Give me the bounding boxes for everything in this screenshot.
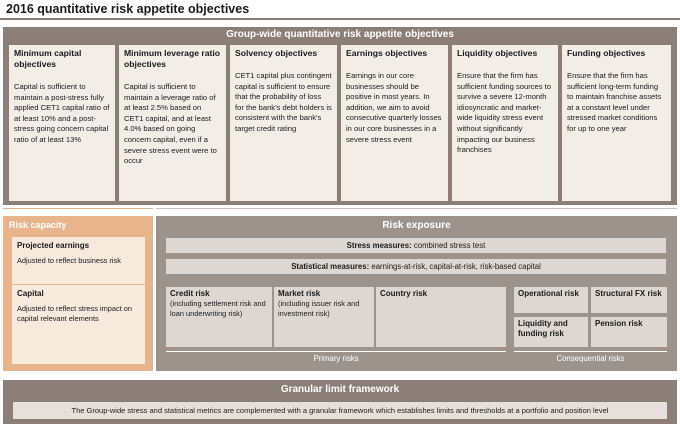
projected-earnings-text: Adjusted to reflect business risk — [17, 256, 121, 265]
objective-title: Liquidity objectives — [457, 48, 538, 58]
stress-measures-text: combined stress test — [413, 241, 486, 250]
objective-card-leverage: Minimum leverage ratio objectives Capita… — [119, 45, 226, 201]
capacity-divider — [3, 208, 153, 209]
capital-text: Adjusted to reflect stress impact on cap… — [17, 304, 133, 323]
objective-text: Ensure that the firm has sufficient fund… — [457, 71, 551, 155]
capital-card: Capital Adjusted to reflect stress impac… — [12, 284, 145, 364]
primary-risks-rule — [166, 351, 506, 352]
projected-earnings-card: Projected earnings Adjusted to reflect b… — [12, 237, 145, 285]
objective-card-solvency: Solvency objectives CET1 capital plus co… — [230, 45, 337, 201]
objective-title: Minimum leverage ratio objectives — [124, 48, 220, 69]
objective-text: Ensure that the firm has sufficient long… — [567, 71, 662, 133]
title-rule — [0, 18, 680, 20]
risk-exposure-header: Risk exposure — [382, 220, 451, 231]
credit-risk-title: Credit risk — [170, 289, 210, 298]
market-risk-subtitle: (including issuer risk and investment ri… — [278, 299, 360, 318]
stress-measures-label: Stress measures: — [346, 241, 412, 250]
capital-title: Capital — [17, 289, 44, 298]
liquidity-funding-risk-cell: Liquidity and funding risk — [514, 317, 588, 347]
projected-earnings-title: Projected earnings — [17, 241, 90, 250]
stress-measures-bar: Stress measures: combined stress test — [166, 238, 666, 253]
primary-risks-label: Primary risks — [313, 354, 359, 363]
objectives-panel: Group-wide quantitative risk appetite ob… — [3, 27, 677, 205]
operational-risk-cell: Operational risk — [514, 287, 588, 313]
consequential-risks-label: Consequential risks — [556, 354, 625, 363]
objective-text: Capital is sufficient to maintain a leve… — [124, 82, 217, 166]
structural-fx-risk-cell: Structural FX risk — [591, 287, 667, 313]
objective-text: Capital is sufficient to maintain a post… — [14, 82, 110, 144]
risk-capacity-header: Risk capacity — [9, 220, 67, 230]
granular-limit-header: Granular limit framework — [280, 384, 400, 395]
granular-limit-text: The Group-wide stress and statistical me… — [13, 402, 667, 419]
statistical-measures-bar: Statistical measures: earnings-at-risk, … — [166, 259, 666, 274]
consequential-risks-rule — [514, 351, 667, 352]
objective-title: Earnings objectives — [346, 48, 428, 58]
objective-card-capital: Minimum capital objectives Capital is su… — [9, 45, 115, 201]
granular-limit-panel: Granular limit framework The Group-wide … — [3, 380, 677, 424]
statistical-measures-text: earnings-at-risk, capital-at-risk, risk-… — [371, 262, 541, 271]
risk-exposure-panel: Risk exposure Stress measures: combined … — [156, 216, 677, 371]
operational-risk-title: Operational risk — [518, 289, 579, 298]
country-risk-cell: Country risk — [376, 287, 506, 347]
page-title: 2016 quantitative risk appetite objectiv… — [6, 2, 250, 16]
pension-risk-title: Pension risk — [595, 319, 643, 328]
objective-card-earnings: Earnings objectives Earnings in our core… — [341, 45, 448, 201]
objective-text: CET1 capital plus contingent capital is … — [235, 71, 332, 133]
objective-title: Funding objectives — [567, 48, 646, 58]
liquidity-funding-risk-title: Liquidity and funding risk — [518, 319, 568, 338]
objective-card-liquidity: Liquidity objectives Ensure that the fir… — [452, 45, 558, 201]
risk-capacity-panel: Risk capacity Projected earnings Adjuste… — [3, 216, 153, 371]
country-risk-title: Country risk — [380, 289, 428, 298]
objective-card-funding: Funding objectives Ensure that the firm … — [562, 45, 671, 201]
pension-risk-cell: Pension risk — [591, 317, 667, 347]
objective-title: Minimum capital objectives — [14, 48, 82, 69]
structural-fx-risk-title: Structural FX risk — [595, 289, 662, 298]
objectives-header: Group-wide quantitative risk appetite ob… — [226, 29, 454, 40]
statistical-measures-label: Statistical measures: — [291, 262, 370, 271]
exposure-divider — [156, 208, 677, 209]
market-risk-title: Market risk — [278, 289, 321, 298]
market-risk-cell: Market risk (including issuer risk and i… — [274, 287, 374, 347]
credit-risk-cell: Credit risk (including settlement risk a… — [166, 287, 272, 347]
objective-text: Earnings in our core businesses should b… — [346, 71, 442, 144]
objective-title: Solvency objectives — [235, 48, 318, 58]
credit-risk-subtitle: (including settlement risk and loan unde… — [170, 299, 266, 318]
